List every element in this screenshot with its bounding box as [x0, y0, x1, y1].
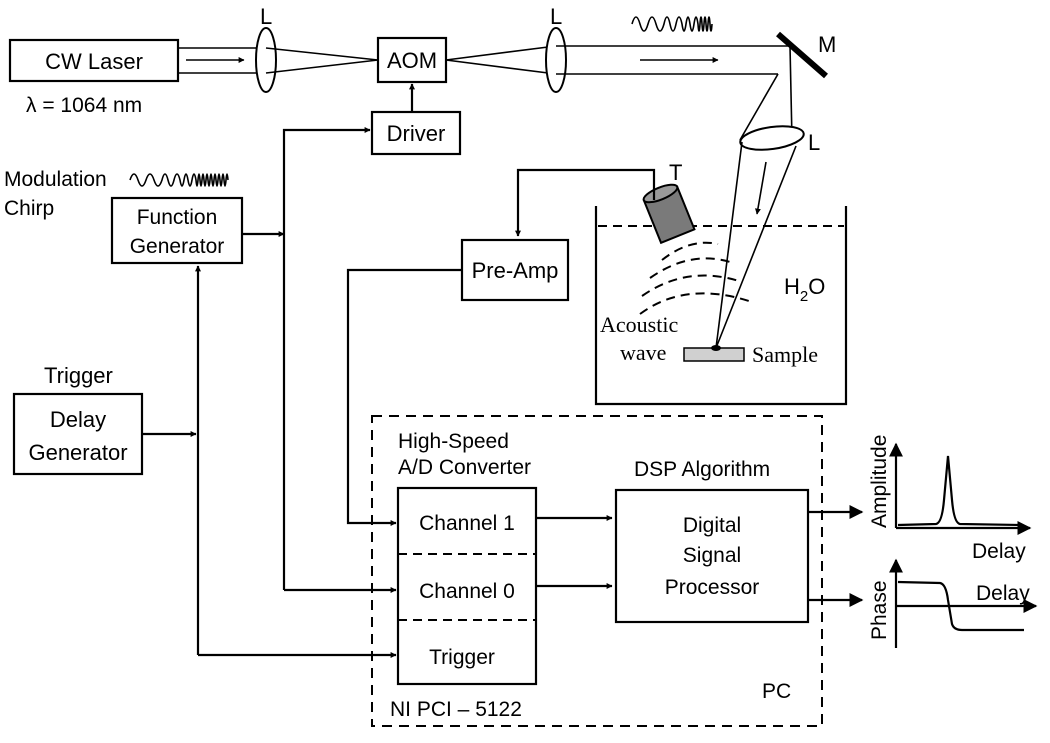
chirp-bus-to-driver-wire [282, 127, 371, 590]
delay-generator-label-2: Generator [28, 440, 127, 465]
lens-3-label: L [808, 130, 820, 155]
channel1-label: Channel 1 [419, 512, 515, 535]
acoustic-wave-arc-4 [639, 292, 753, 315]
acoustic-wave-arc-1 [661, 241, 719, 261]
preamp-to-channel1-wire [346, 268, 462, 526]
lens-1 [255, 27, 277, 93]
modulation-label: Modulation [4, 168, 107, 191]
lens-2-label: L [550, 4, 562, 29]
preamp-label: Pre-Amp [472, 258, 559, 283]
mirror-label: M [818, 32, 836, 57]
amplitude-x-label: Delay [972, 540, 1026, 563]
channel0-label: Channel 0 [419, 580, 515, 603]
adc-title-1: High-Speed [398, 430, 509, 453]
delay-generator-label-1: Delay [50, 407, 106, 432]
trigger-channel-label: Trigger [429, 646, 495, 669]
reflected-beam-left [739, 73, 779, 141]
dsp-label-2: Signal [683, 544, 741, 567]
amplitude-curve [897, 455, 1021, 527]
sample-label: Sample [752, 342, 818, 367]
driver-box [370, 110, 462, 156]
acoustic-wave-arc-2 [649, 257, 731, 279]
acoustic-wave-arc-3 [641, 274, 743, 297]
preamp-box [460, 238, 570, 302]
focus-beam-1b [265, 59, 379, 74]
diverge-beam-a [445, 45, 557, 61]
focal-spot [711, 345, 721, 351]
card-label: NI PCI – 5122 [390, 698, 522, 721]
beam-modulation-waveform [631, 16, 713, 32]
dsp-label-3: Processor [665, 576, 760, 599]
chirp-label: Chirp [4, 197, 54, 220]
focus-beam-3a [715, 141, 743, 349]
reflected-beam-right [789, 45, 793, 141]
phase-curve [897, 580, 1024, 632]
phase-x-label: Delay [976, 582, 1030, 605]
adc-title-2: A/D Converter [398, 456, 531, 479]
acoustic-wave-label-1: Acoustic [600, 312, 678, 337]
transducer [642, 183, 696, 245]
transducer-label: T [669, 160, 682, 185]
amplitude-label: Amplitude [868, 435, 891, 528]
function-generator-label-1: Function [137, 206, 218, 229]
dsp-label-1: Digital [683, 514, 741, 537]
acoustic-wave-label-2: wave [620, 340, 666, 365]
water-label: H2O [784, 274, 825, 305]
water-tank [594, 206, 848, 406]
dsp-title: DSP Algorithm [634, 458, 770, 481]
pc-label: PC [762, 680, 791, 703]
pc-boundary [371, 415, 823, 727]
focus-beam-3b [715, 145, 797, 349]
trigger-label: Trigger [44, 363, 113, 388]
function-generator-label-2: Generator [130, 235, 225, 258]
adc-box [396, 486, 538, 686]
transducer-to-preamp-wire [515, 168, 656, 237]
cw-laser-label: CW Laser [45, 49, 143, 74]
mirror [776, 31, 828, 79]
lens-2 [545, 27, 567, 93]
aom-box [376, 36, 448, 84]
focus-beam-1a [265, 47, 379, 61]
lens-1-label: L [260, 4, 272, 29]
cw-laser-box [8, 38, 180, 83]
wavelength-label: λ = 1064 nm [26, 94, 142, 117]
dsp-box [614, 488, 810, 624]
driver-label: Driver [387, 121, 446, 146]
beam-direction-arrow-3 [754, 161, 767, 215]
function-generator-box [110, 196, 244, 265]
phase-label: Phase [868, 580, 891, 640]
diverge-beam-b [445, 59, 557, 75]
chirp-waveform [129, 173, 229, 187]
lens-3 [739, 125, 805, 151]
aom-label: AOM [387, 48, 437, 73]
